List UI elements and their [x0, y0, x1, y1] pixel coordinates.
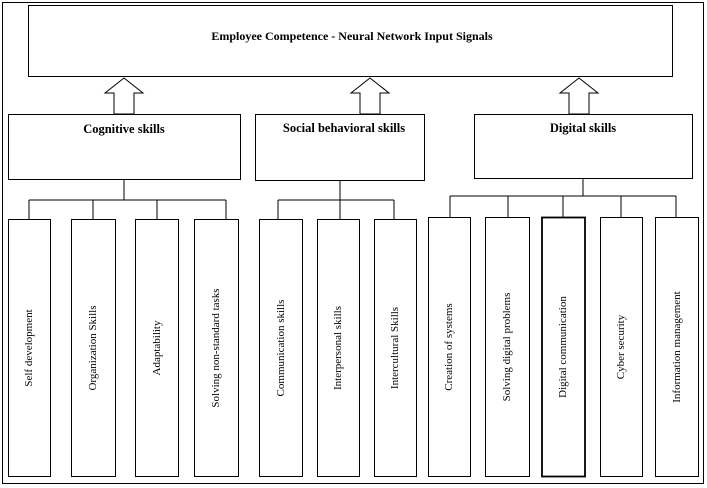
skill-label: Self development: [23, 309, 35, 386]
skill-adaptability: Adaptability: [135, 219, 179, 477]
arrow-cognitive: [103, 77, 145, 115]
skill-label: Creation of systems: [443, 303, 455, 390]
skill-solving-digital-problems: Solving digital problems: [485, 217, 530, 477]
skill-digital-communication: Digital communication: [541, 216, 586, 478]
skill-solving-non-standard-tasks: Solving non-standard tasks: [194, 219, 239, 477]
category-cognitive: Cognitive skills: [8, 114, 241, 180]
category-social: Social behavioral skills: [255, 114, 425, 181]
skill-label: Solving non-standard tasks: [210, 288, 222, 407]
skill-information-management: Information management: [655, 217, 699, 477]
skill-interpersonal-skills: Interpersonal skills: [317, 219, 360, 477]
skill-label: Solving digital problems: [501, 293, 513, 402]
skill-self-development: Self development: [8, 219, 51, 477]
diagram-title: Employee Competence - Neural Network Inp…: [211, 29, 493, 43]
skill-label: Information management: [671, 291, 683, 403]
skill-intercultural-skills: Intercultural Skills: [374, 219, 417, 477]
category-label-social: Social behavioral skills: [283, 121, 405, 135]
connectors-social: [277, 181, 395, 219]
skill-label: Communication skills: [275, 300, 287, 397]
skill-organization-skills: Organization Skills: [71, 219, 116, 477]
category-label-digital: Digital skills: [550, 121, 616, 135]
arrow-digital: [558, 77, 600, 115]
skill-label: Cyber security: [615, 314, 627, 379]
arrow-social: [349, 77, 391, 115]
skill-creation-of-systems: Creation of systems: [428, 217, 471, 477]
skill-label: Digital communication: [557, 296, 569, 398]
skill-label: Adaptability: [151, 320, 163, 375]
category-label-cognitive: Cognitive skills: [83, 122, 165, 136]
up-arrows: [103, 77, 600, 115]
connectors-cognitive: [28, 180, 227, 219]
category-digital: Digital skills: [474, 114, 693, 179]
skill-label: Intercultural Skills: [389, 307, 401, 389]
connectors-digital: [449, 179, 677, 217]
skill-label: Organization Skills: [87, 305, 99, 390]
skill-label: Interpersonal skills: [332, 306, 344, 390]
skill-communication-skills: Communication skills: [259, 219, 303, 477]
skill-cyber-security: Cyber security: [600, 217, 643, 477]
title-box: Employee Competence - Neural Network Inp…: [28, 5, 673, 77]
